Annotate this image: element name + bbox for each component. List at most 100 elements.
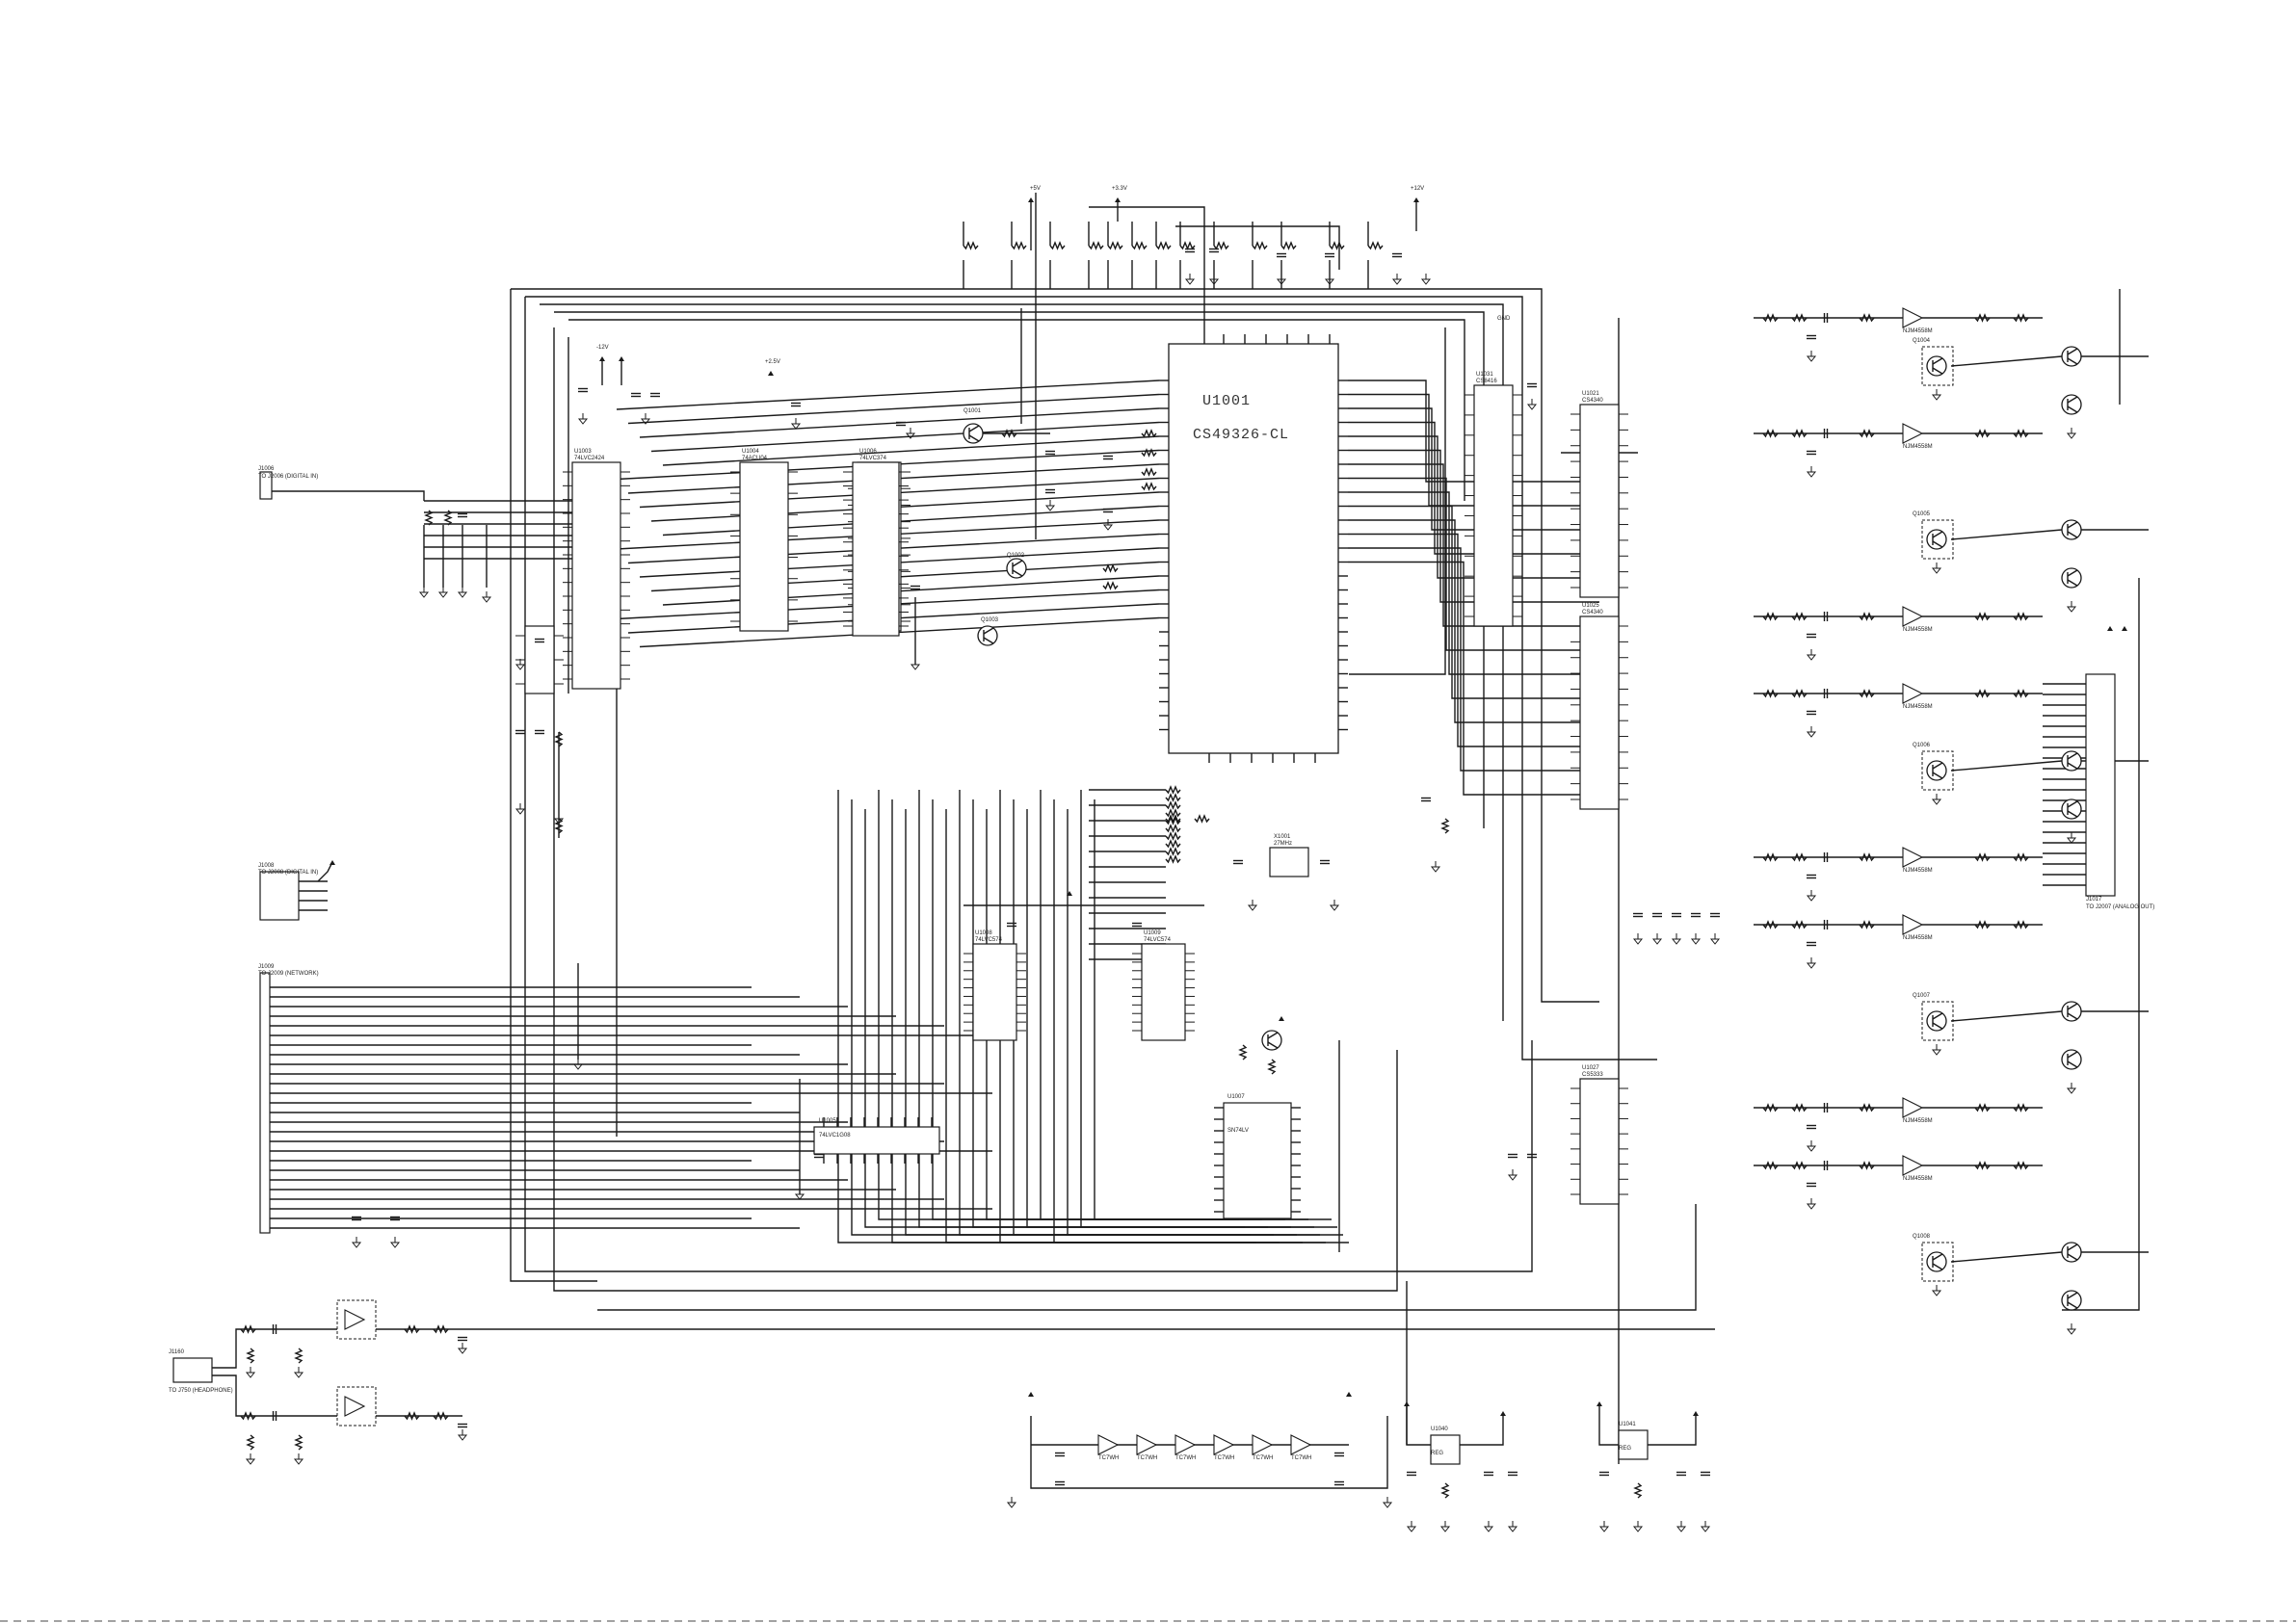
resistor-zigzag [1088,241,1104,250]
transistor-ref-label: Q1001 [963,408,982,414]
ground-icon [1700,1521,1711,1532]
rail-name-label: +5V [1030,186,1041,192]
capacitor-icon [1823,1103,1829,1113]
ground-icon [2066,428,2077,439]
ground-icon [1806,957,1817,969]
resistor-zigzag [1762,920,1779,929]
ground-icon [1806,1140,1817,1152]
bus-wire [510,289,597,1282]
ground-triangle [1391,278,1403,285]
ground-icon [515,803,526,815]
capacitor-icon [1807,1182,1816,1188]
resistor-zigzag [2013,920,2029,929]
transistor-collector [2067,348,2078,355]
ground-triangle [1208,278,1220,285]
dsp-signal-wire [650,421,1160,453]
transistor-icon [1926,1251,1947,1272]
resistor-zigzag [2013,313,2029,323]
transistor-body [2061,519,2082,540]
ground-icon [1806,351,1817,362]
ground-icon [245,1367,256,1378]
ground-icon [1806,649,1817,661]
capacitor-icon [1320,859,1330,865]
resistor-zigzag [1974,612,1991,621]
resistor-icon [1974,689,1991,698]
ground-icon [515,659,526,670]
ic-part-label: CS8416 [1476,379,1497,384]
transistor-collector [2067,521,2078,529]
resistor-zigzag [1762,313,1779,323]
ground-icon [640,413,651,425]
transistor-icon [2061,1242,2082,1263]
buffer-icon [1136,1434,1158,1455]
opamp-icon [1902,1097,1924,1118]
resistor-icon [1633,1482,1643,1499]
ground-triangle [1526,404,1538,410]
dsp-signal-wire [662,575,1160,606]
resistor-icon [1762,612,1779,621]
capacitor-icon [1508,1153,1517,1159]
buffer-icon [1252,1434,1274,1455]
wire [1460,1416,1504,1446]
dsp-output-wire [1348,435,1599,579]
resistor-icon [1194,814,1210,824]
transistor-collector [968,425,980,432]
resistor-icon [1859,920,1875,929]
ground-triangle [293,1372,304,1378]
ground-icon [1324,274,1335,285]
resistor-zigzag [1165,839,1181,849]
ground-icon [418,587,430,598]
transistor-body [2061,750,2082,772]
ic-reference-label: U1009 [1144,930,1161,936]
ground-icon [1329,900,1340,911]
ground-triangle [1006,1502,1017,1508]
ground-triangle [905,432,916,439]
transistor-emitter [1932,1263,1943,1270]
receiver-chip-u1031 [1473,384,1514,627]
ground-triangle [640,418,651,425]
dsp-output-wire [1348,547,1599,772]
capacitor-icon [1823,612,1829,621]
resistor-zigzag [1165,808,1181,818]
resistor-icon [1213,241,1229,250]
resistor-icon [1440,818,1450,834]
ground-icon [1931,389,1942,401]
ground-icon [1430,861,1441,873]
transistor-collector [2067,800,2078,808]
connector-desc-label: TO J2007 (ANALOG OUT) [2086,904,2154,910]
supply-arrow-icon [1346,1392,1352,1397]
resistor-zigzag [1179,241,1196,250]
resistor-icon [1238,1044,1248,1060]
ground-triangle [1931,798,1942,805]
ground-triangle [1931,567,1942,574]
wire [1406,1406,1431,1446]
ground-icon [1382,1497,1393,1508]
resistor-icon [240,1411,256,1421]
resistor-icon [246,1434,255,1451]
ground-icon [1276,274,1287,285]
mute-stage-dashed-box [1921,519,1954,560]
connector-desc-label: TO J2006 (DIGITAL IN) [258,474,318,480]
capacitor-icon [1823,313,1829,323]
ground-triangle [389,1242,401,1248]
ground-triangle [1507,1526,1518,1532]
resistor-icon [1165,814,1181,824]
transistor-icon [2061,1049,2082,1070]
resistor-zigzag [1131,241,1148,250]
ground-triangle [1184,278,1196,285]
transistor-body [1926,1010,1947,1032]
ground-triangle [1102,524,1114,531]
supply-arrow-icon [1067,891,1072,896]
capacitor-icon [272,1411,277,1421]
ground-triangle [1806,1145,1817,1152]
resistor-zigzag [1762,1161,1779,1170]
resistor-icon [240,1324,256,1334]
transistor-emitter [1932,540,1943,548]
mute-stage-dashed-box [1921,750,1954,791]
resistor-icon [1367,241,1384,250]
regulator-chip-u1041 [1618,1429,1649,1460]
transistor-emitter [2067,357,2078,365]
latch-chip-u1008 [972,943,1017,1041]
resistor-icon [424,510,434,526]
resistor-zigzag [1859,429,1875,438]
